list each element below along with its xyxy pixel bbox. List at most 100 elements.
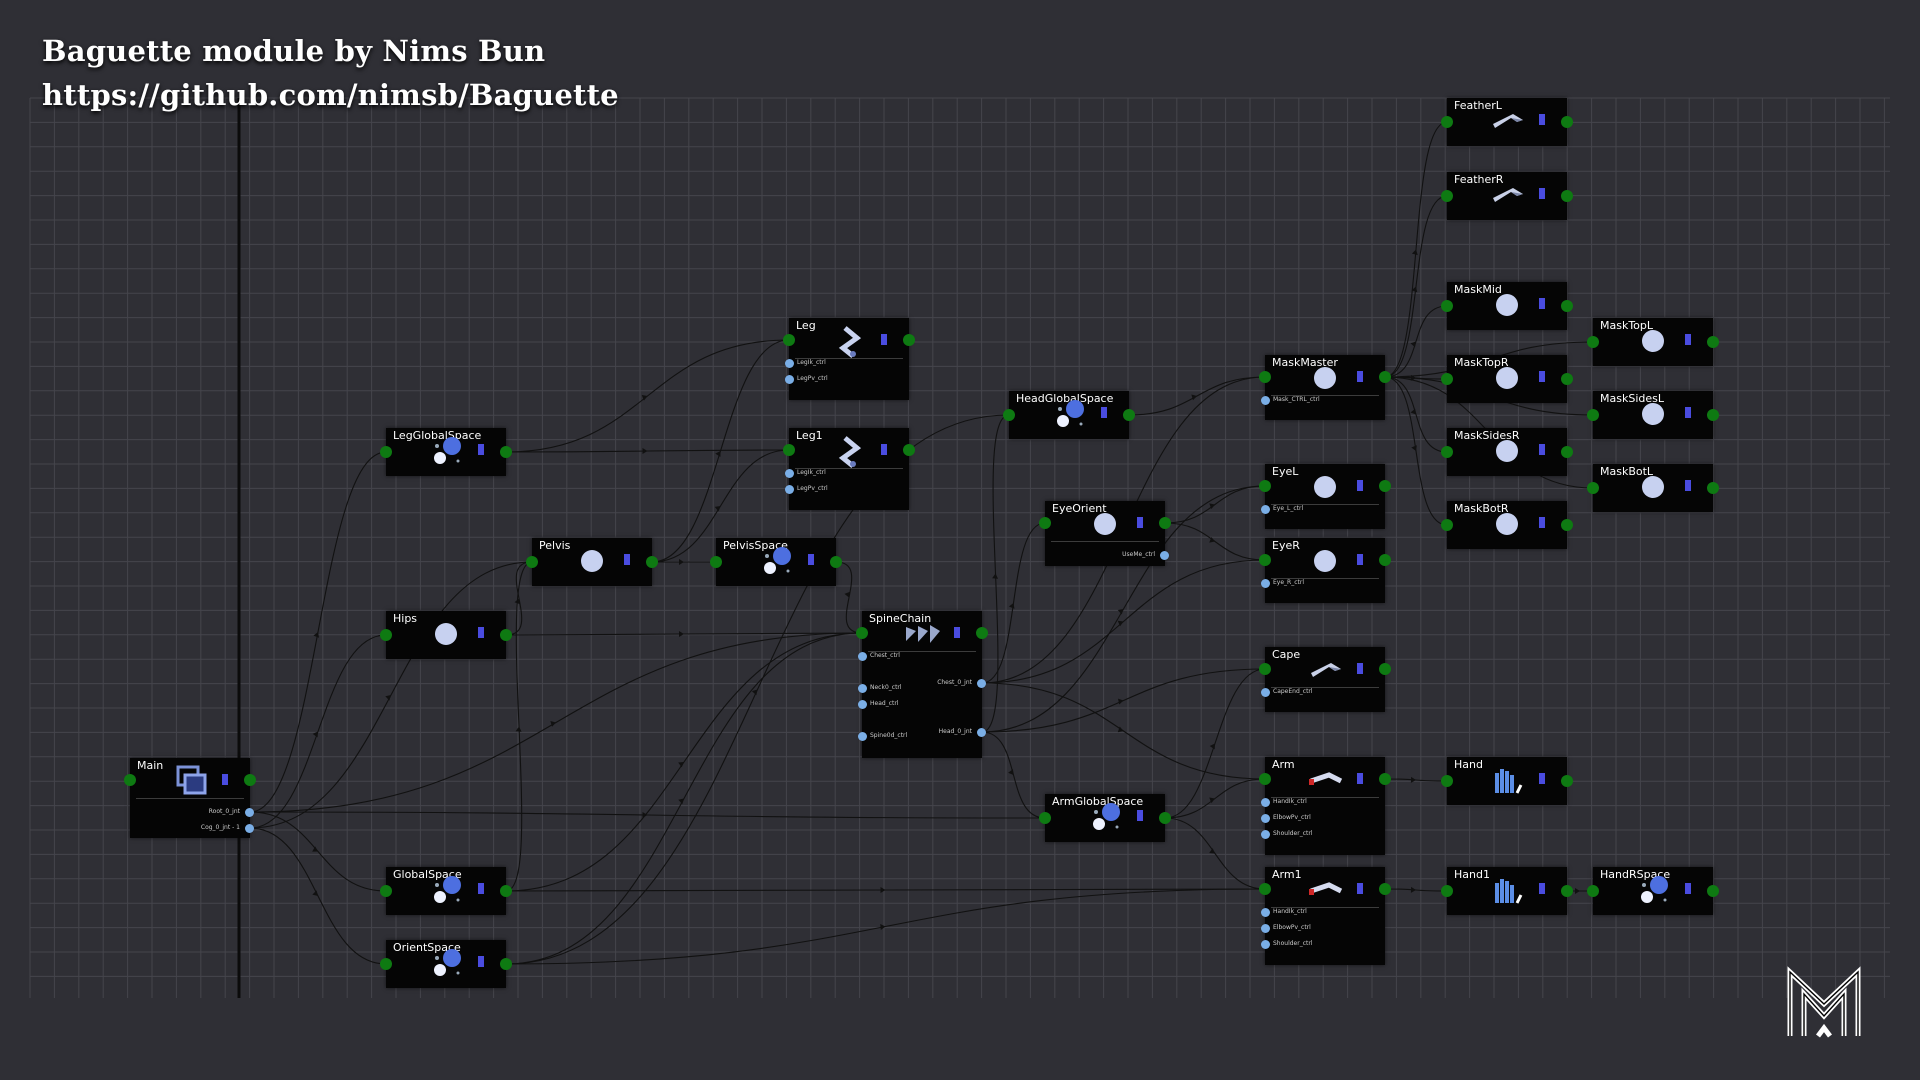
- input-port[interactable]: [1261, 396, 1270, 405]
- input-port[interactable]: [1261, 830, 1270, 839]
- node-featherl[interactable]: FeatherL: [1441, 98, 1573, 146]
- input-pin[interactable]: [856, 627, 868, 639]
- output-pin[interactable]: [646, 556, 658, 568]
- output-port[interactable]: [977, 728, 986, 737]
- output-pin[interactable]: [1379, 773, 1391, 785]
- node-maskbotl[interactable]: MaskBotL: [1587, 464, 1719, 512]
- output-pin[interactable]: [500, 446, 512, 458]
- output-pin[interactable]: [1561, 519, 1573, 531]
- output-pin[interactable]: [1123, 409, 1135, 421]
- node-orientspace[interactable]: OrientSpace: [380, 940, 512, 988]
- input-port[interactable]: [858, 652, 867, 661]
- input-pin[interactable]: [124, 774, 136, 786]
- input-port[interactable]: [1261, 688, 1270, 697]
- node-headglobal[interactable]: HeadGlobalSpace: [1003, 391, 1135, 439]
- output-pin[interactable]: [1561, 775, 1573, 787]
- output-pin[interactable]: [1379, 480, 1391, 492]
- node-armglobal[interactable]: ArmGlobalSpace: [1039, 794, 1171, 842]
- input-port[interactable]: [1261, 908, 1270, 917]
- node-maskbotr[interactable]: MaskBotR: [1441, 501, 1573, 549]
- input-pin[interactable]: [380, 958, 392, 970]
- input-port[interactable]: [858, 732, 867, 741]
- node-hand1[interactable]: Hand1: [1441, 867, 1573, 915]
- input-port[interactable]: [785, 375, 794, 384]
- output-pin[interactable]: [1707, 336, 1719, 348]
- output-pin[interactable]: [500, 958, 512, 970]
- input-pin[interactable]: [380, 885, 392, 897]
- input-pin[interactable]: [1441, 300, 1453, 312]
- output-pin[interactable]: [1707, 482, 1719, 494]
- output-pin[interactable]: [830, 556, 842, 568]
- input-pin[interactable]: [710, 556, 722, 568]
- output-pin[interactable]: [1379, 371, 1391, 383]
- output-pin[interactable]: [976, 627, 988, 639]
- input-port[interactable]: [1261, 940, 1270, 949]
- input-pin[interactable]: [1587, 482, 1599, 494]
- input-pin[interactable]: [1441, 519, 1453, 531]
- node-legglobal[interactable]: LegGlobalSpace: [380, 428, 512, 476]
- node-featherr[interactable]: FeatherR: [1441, 172, 1573, 220]
- input-port[interactable]: [1261, 924, 1270, 933]
- output-pin[interactable]: [1379, 554, 1391, 566]
- input-pin[interactable]: [1587, 409, 1599, 421]
- input-port[interactable]: [785, 469, 794, 478]
- output-port[interactable]: [245, 808, 254, 817]
- output-pin[interactable]: [1159, 517, 1171, 529]
- output-pin[interactable]: [1159, 812, 1171, 824]
- input-port[interactable]: [1261, 814, 1270, 823]
- output-pin[interactable]: [1707, 409, 1719, 421]
- input-pin[interactable]: [1259, 480, 1271, 492]
- output-pin[interactable]: [1379, 663, 1391, 675]
- input-pin[interactable]: [1441, 446, 1453, 458]
- node-hand[interactable]: Hand: [1441, 757, 1573, 805]
- input-pin[interactable]: [1441, 775, 1453, 787]
- input-pin[interactable]: [1587, 336, 1599, 348]
- input-pin[interactable]: [1039, 812, 1051, 824]
- node-maskmid[interactable]: MaskMid: [1441, 282, 1573, 330]
- input-pin[interactable]: [1259, 663, 1271, 675]
- output-pin[interactable]: [1561, 116, 1573, 128]
- input-pin[interactable]: [380, 446, 392, 458]
- node-pelvisspace[interactable]: PelvisSpace: [710, 538, 842, 586]
- output-pin[interactable]: [500, 629, 512, 641]
- input-pin[interactable]: [783, 444, 795, 456]
- node-handrspace[interactable]: HandRSpace: [1587, 867, 1719, 915]
- input-pin[interactable]: [1441, 190, 1453, 202]
- input-port[interactable]: [785, 485, 794, 494]
- input-pin[interactable]: [1441, 373, 1453, 385]
- output-pin[interactable]: [1561, 885, 1573, 897]
- output-pin[interactable]: [500, 885, 512, 897]
- input-pin[interactable]: [1587, 885, 1599, 897]
- input-pin[interactable]: [783, 334, 795, 346]
- input-pin[interactable]: [1441, 116, 1453, 128]
- node-globalspace[interactable]: GlobalSpace: [380, 867, 512, 915]
- output-pin[interactable]: [903, 444, 915, 456]
- output-pin[interactable]: [1561, 373, 1573, 385]
- input-pin[interactable]: [1259, 371, 1271, 383]
- input-pin[interactable]: [1259, 773, 1271, 785]
- output-pin[interactable]: [1561, 446, 1573, 458]
- node-hips[interactable]: Hips: [380, 611, 512, 659]
- input-port[interactable]: [1261, 798, 1270, 807]
- input-pin[interactable]: [1039, 517, 1051, 529]
- input-pin[interactable]: [380, 629, 392, 641]
- node-masktopl[interactable]: MaskTopL: [1587, 318, 1719, 366]
- input-pin[interactable]: [526, 556, 538, 568]
- input-pin[interactable]: [1003, 409, 1015, 421]
- input-pin[interactable]: [1259, 883, 1271, 895]
- output-pin[interactable]: [1561, 190, 1573, 202]
- output-pin[interactable]: [244, 774, 256, 786]
- input-port[interactable]: [785, 359, 794, 368]
- output-port[interactable]: [977, 679, 986, 688]
